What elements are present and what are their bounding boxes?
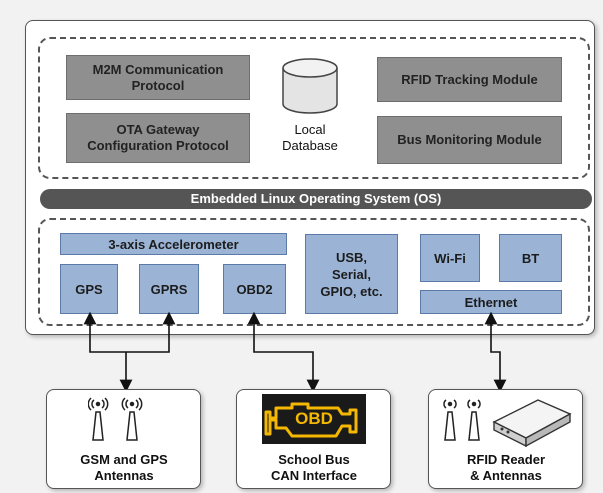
ethernet-module: Ethernet bbox=[420, 290, 562, 314]
database-icon bbox=[282, 58, 338, 114]
bus-monitoring-module: Bus Monitoring Module bbox=[377, 116, 562, 164]
rfid-reader-label: RFID Reader & Antennas bbox=[466, 452, 546, 483]
antenna-icon bbox=[88, 397, 143, 441]
usb-serial-gpio-module: USB, Serial, GPIO, etc. bbox=[305, 234, 398, 314]
bt-module: BT bbox=[499, 234, 562, 282]
local-database-label: Local Database bbox=[282, 122, 338, 153]
rfid-antenna-icon bbox=[443, 399, 481, 441]
accelerometer-module: 3-axis Accelerometer bbox=[60, 233, 287, 255]
engine-check-icon bbox=[264, 402, 358, 438]
can-interface-label: School Bus CAN Interface bbox=[271, 452, 357, 483]
software-layer-region bbox=[38, 37, 590, 179]
obd2-can-link bbox=[247, 311, 320, 393]
gprs-antenna-link bbox=[126, 311, 176, 353]
gsm-gps-antennas-box bbox=[46, 389, 201, 489]
gps-antenna-link bbox=[83, 311, 126, 353]
wifi-module: Wi-Fi bbox=[420, 234, 480, 282]
obd-logo: OBD bbox=[262, 394, 366, 444]
m2m-protocol-module: M2M Communication Protocol bbox=[66, 55, 250, 100]
gsm-gps-antennas-label: GSM and GPS Antennas bbox=[80, 452, 168, 483]
os-bar: Embedded Linux Operating System (OS) bbox=[40, 189, 592, 209]
rfid-reader-device-icon bbox=[492, 399, 572, 448]
ota-gateway-module: OTA Gateway Configuration Protocol bbox=[66, 113, 250, 163]
obd2-module: OBD2 bbox=[223, 264, 286, 314]
rfid-tracking-module: RFID Tracking Module bbox=[377, 57, 562, 102]
ethernet-rfid-link bbox=[484, 311, 507, 393]
gprs-module: GPRS bbox=[139, 264, 199, 314]
obd-logo-text: OBD bbox=[295, 409, 333, 428]
